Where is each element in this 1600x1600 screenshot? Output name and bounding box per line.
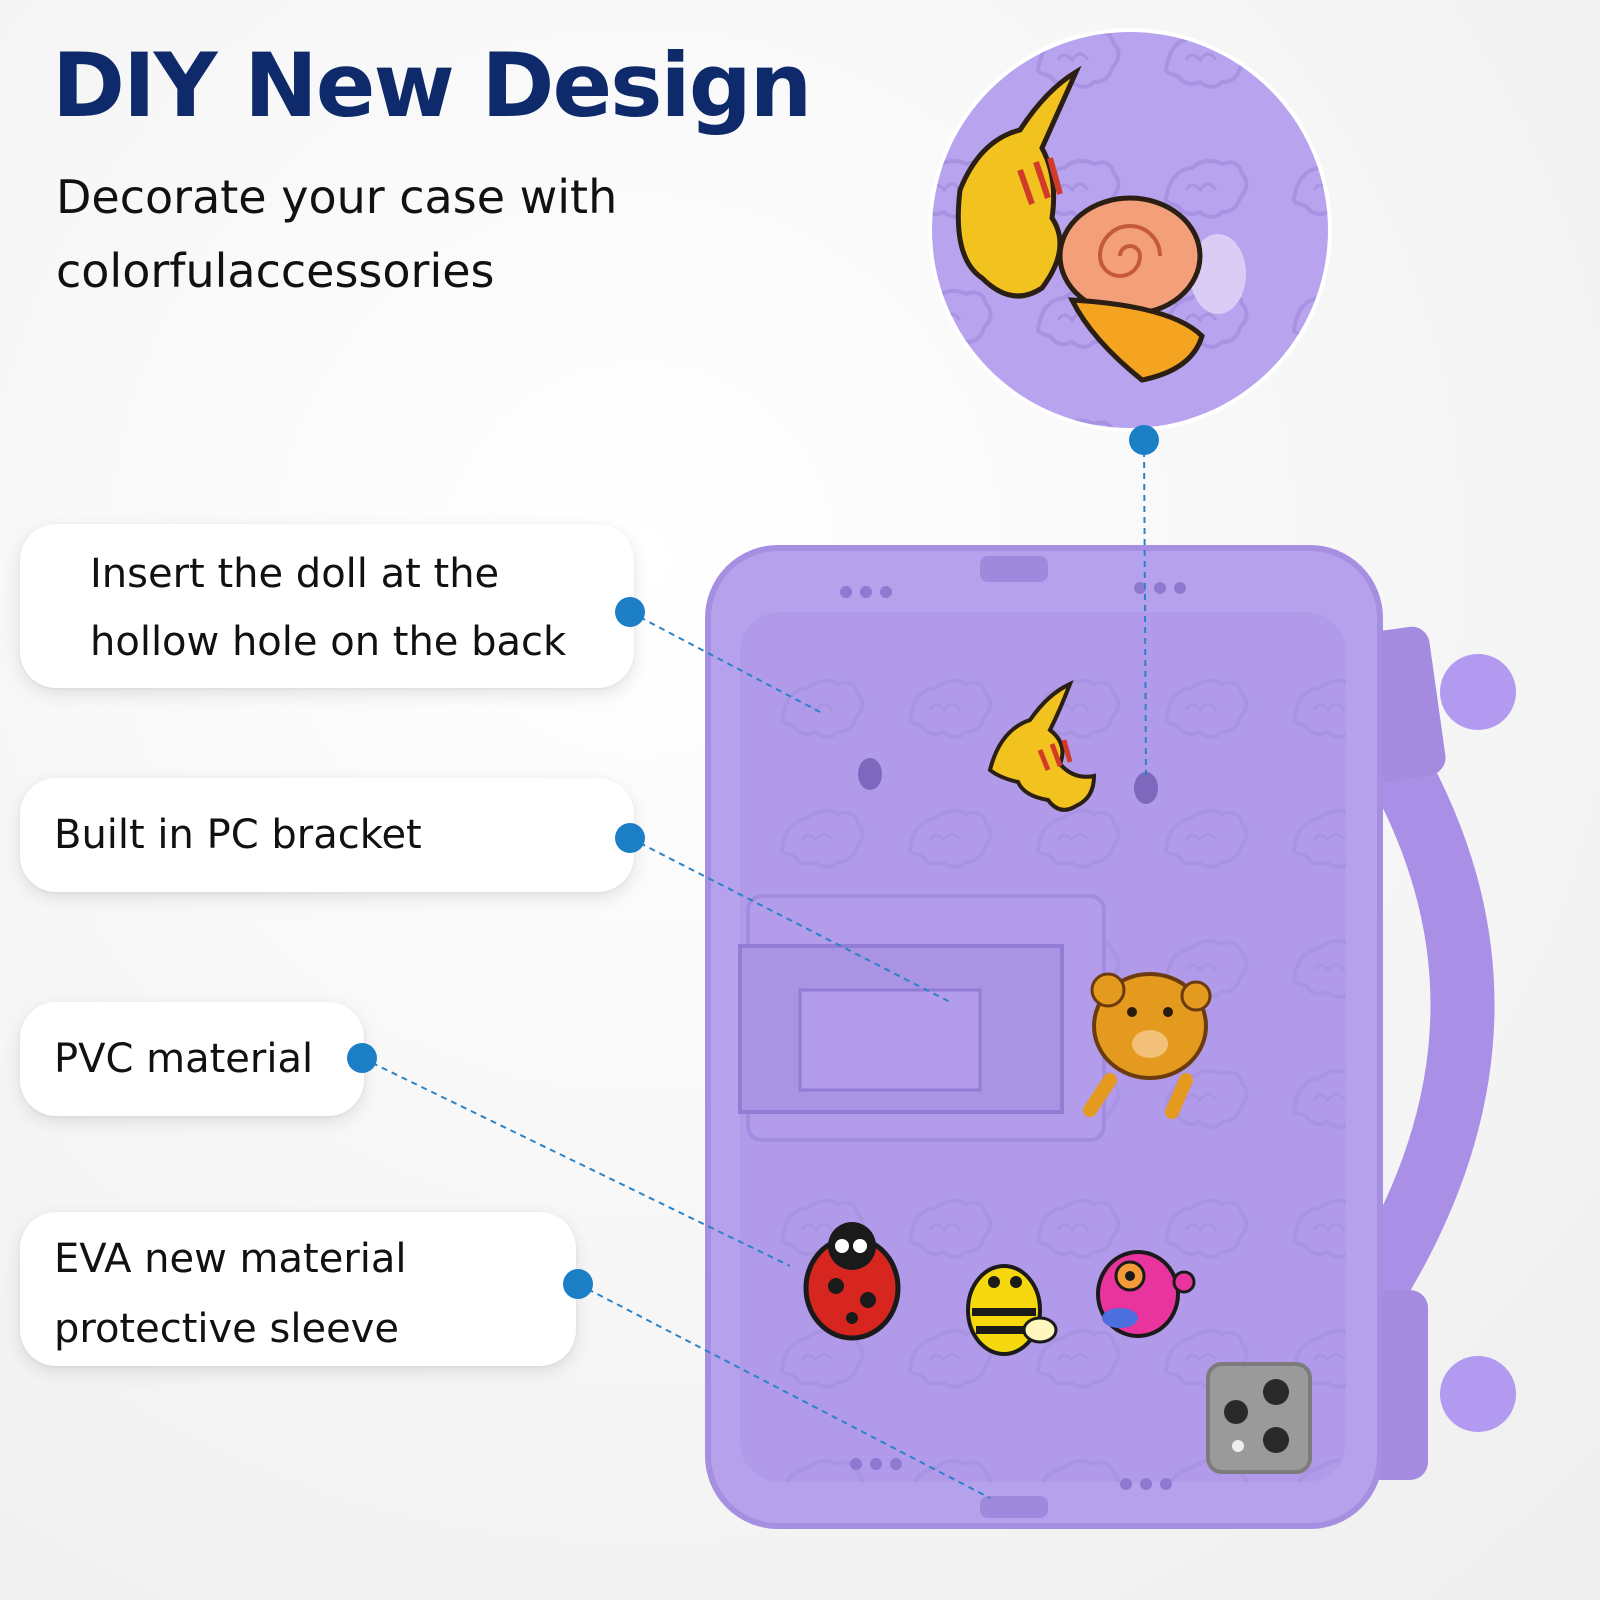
callout-eva-material: EVA new material protective sleeve [20, 1212, 576, 1366]
bee-sticker-icon [966, 1264, 1058, 1356]
callout-dot [1129, 425, 1159, 455]
callout-pvc-material: PVC material [20, 1002, 364, 1116]
page-subtitle: Decorate your case with colorfulaccessor… [56, 170, 618, 298]
callout-line: hollow hole on the back [90, 619, 567, 665]
zoom-detail-circle [928, 28, 1332, 432]
callout-dot [615, 823, 645, 853]
callout-dot [563, 1269, 593, 1299]
ladybug-sticker-icon [803, 1222, 901, 1341]
callout-line: protective sleeve [54, 1306, 399, 1352]
bear-sticker-icon [1083, 972, 1212, 1119]
callout-line: Built in PC bracket [54, 812, 422, 858]
callout-dots [347, 425, 1159, 1299]
callout-dot [615, 597, 645, 627]
callout-line: PVC material [54, 1036, 314, 1082]
snail-sticker-icon [1057, 195, 1205, 383]
dinosaur-sticker-icon [987, 680, 1097, 812]
callout-line: Insert the doll at the [90, 551, 500, 597]
dinosaur-zoom-sticker-icon [955, 65, 1082, 299]
pink-bug-sticker-icon [1096, 1250, 1196, 1338]
callout-line: EVA new material [54, 1236, 407, 1282]
callout-dot [347, 1043, 377, 1073]
page-title: DIY New Design [52, 34, 812, 137]
callout-pc-bracket: Built in PC bracket [20, 778, 634, 892]
callout-insert-doll: Insert the doll at the hollow hole on th… [20, 524, 634, 688]
callout-connectors [361, 439, 1147, 1499]
camera-module-icon [1206, 1362, 1312, 1474]
tablet-case-back [705, 545, 1383, 1529]
